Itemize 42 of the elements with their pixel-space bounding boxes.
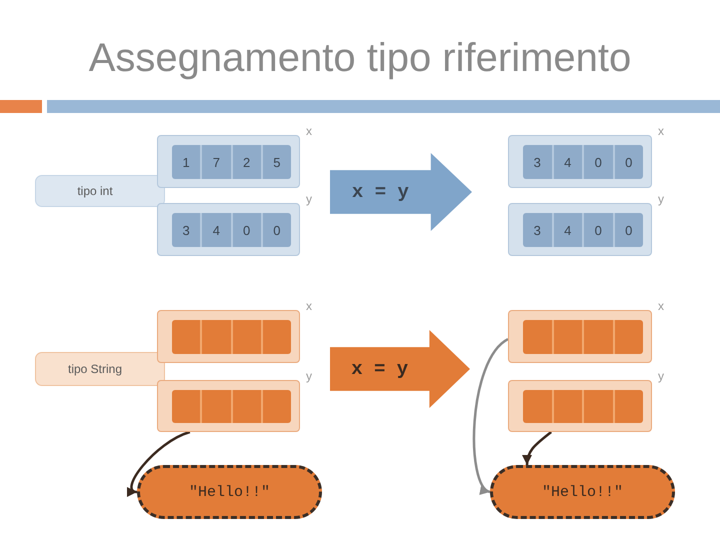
variable-box xyxy=(508,135,652,188)
variable-name: y xyxy=(306,369,312,383)
memory-cell: 4 xyxy=(202,213,232,247)
type-label: tipo String xyxy=(35,352,165,386)
memory-cell: 4 xyxy=(554,145,584,179)
variable-box xyxy=(508,203,652,256)
variable-box xyxy=(157,203,300,256)
variable-box xyxy=(157,310,300,363)
memory-cell: 3 xyxy=(523,145,554,179)
variable-box xyxy=(508,310,652,363)
memory-cell: 0 xyxy=(262,213,291,247)
memory-cell: 0 xyxy=(232,213,263,247)
variable-name: y xyxy=(658,192,664,206)
string-object: "Hello!!" xyxy=(490,465,675,519)
assignment-code: x = y xyxy=(352,180,409,203)
variable-name: x xyxy=(658,299,664,313)
memory-cell: 2 xyxy=(232,145,263,179)
variable-name: x xyxy=(306,299,312,313)
variable-name: x xyxy=(306,124,312,138)
variable-box xyxy=(157,135,300,188)
memory-cell: 0 xyxy=(584,145,614,179)
memory-cell: 0 xyxy=(614,213,643,247)
type-label: tipo int xyxy=(35,175,165,207)
memory-cell: 3 xyxy=(172,213,202,247)
memory-cell: 5 xyxy=(262,145,291,179)
pointer-arrow xyxy=(472,338,509,494)
memory-cell: 4 xyxy=(554,213,584,247)
memory-cell: 3 xyxy=(523,213,554,247)
memory-cell: 0 xyxy=(584,213,614,247)
memory-cell: 7 xyxy=(202,145,232,179)
assignment-code: x = y xyxy=(351,358,408,380)
memory-cell: 0 xyxy=(614,145,643,179)
pointer-arrow xyxy=(126,430,190,494)
variable-name: x xyxy=(658,124,664,138)
variable-box xyxy=(157,380,300,432)
slide-title: Assegnamento tipo riferimento xyxy=(88,35,632,82)
variable-name: y xyxy=(306,192,312,206)
variable-name: y xyxy=(658,369,664,383)
variable-box xyxy=(508,380,652,432)
pointer-arrow xyxy=(522,431,552,466)
string-object: "Hello!!" xyxy=(137,465,322,519)
memory-cell: 1 xyxy=(172,145,202,179)
